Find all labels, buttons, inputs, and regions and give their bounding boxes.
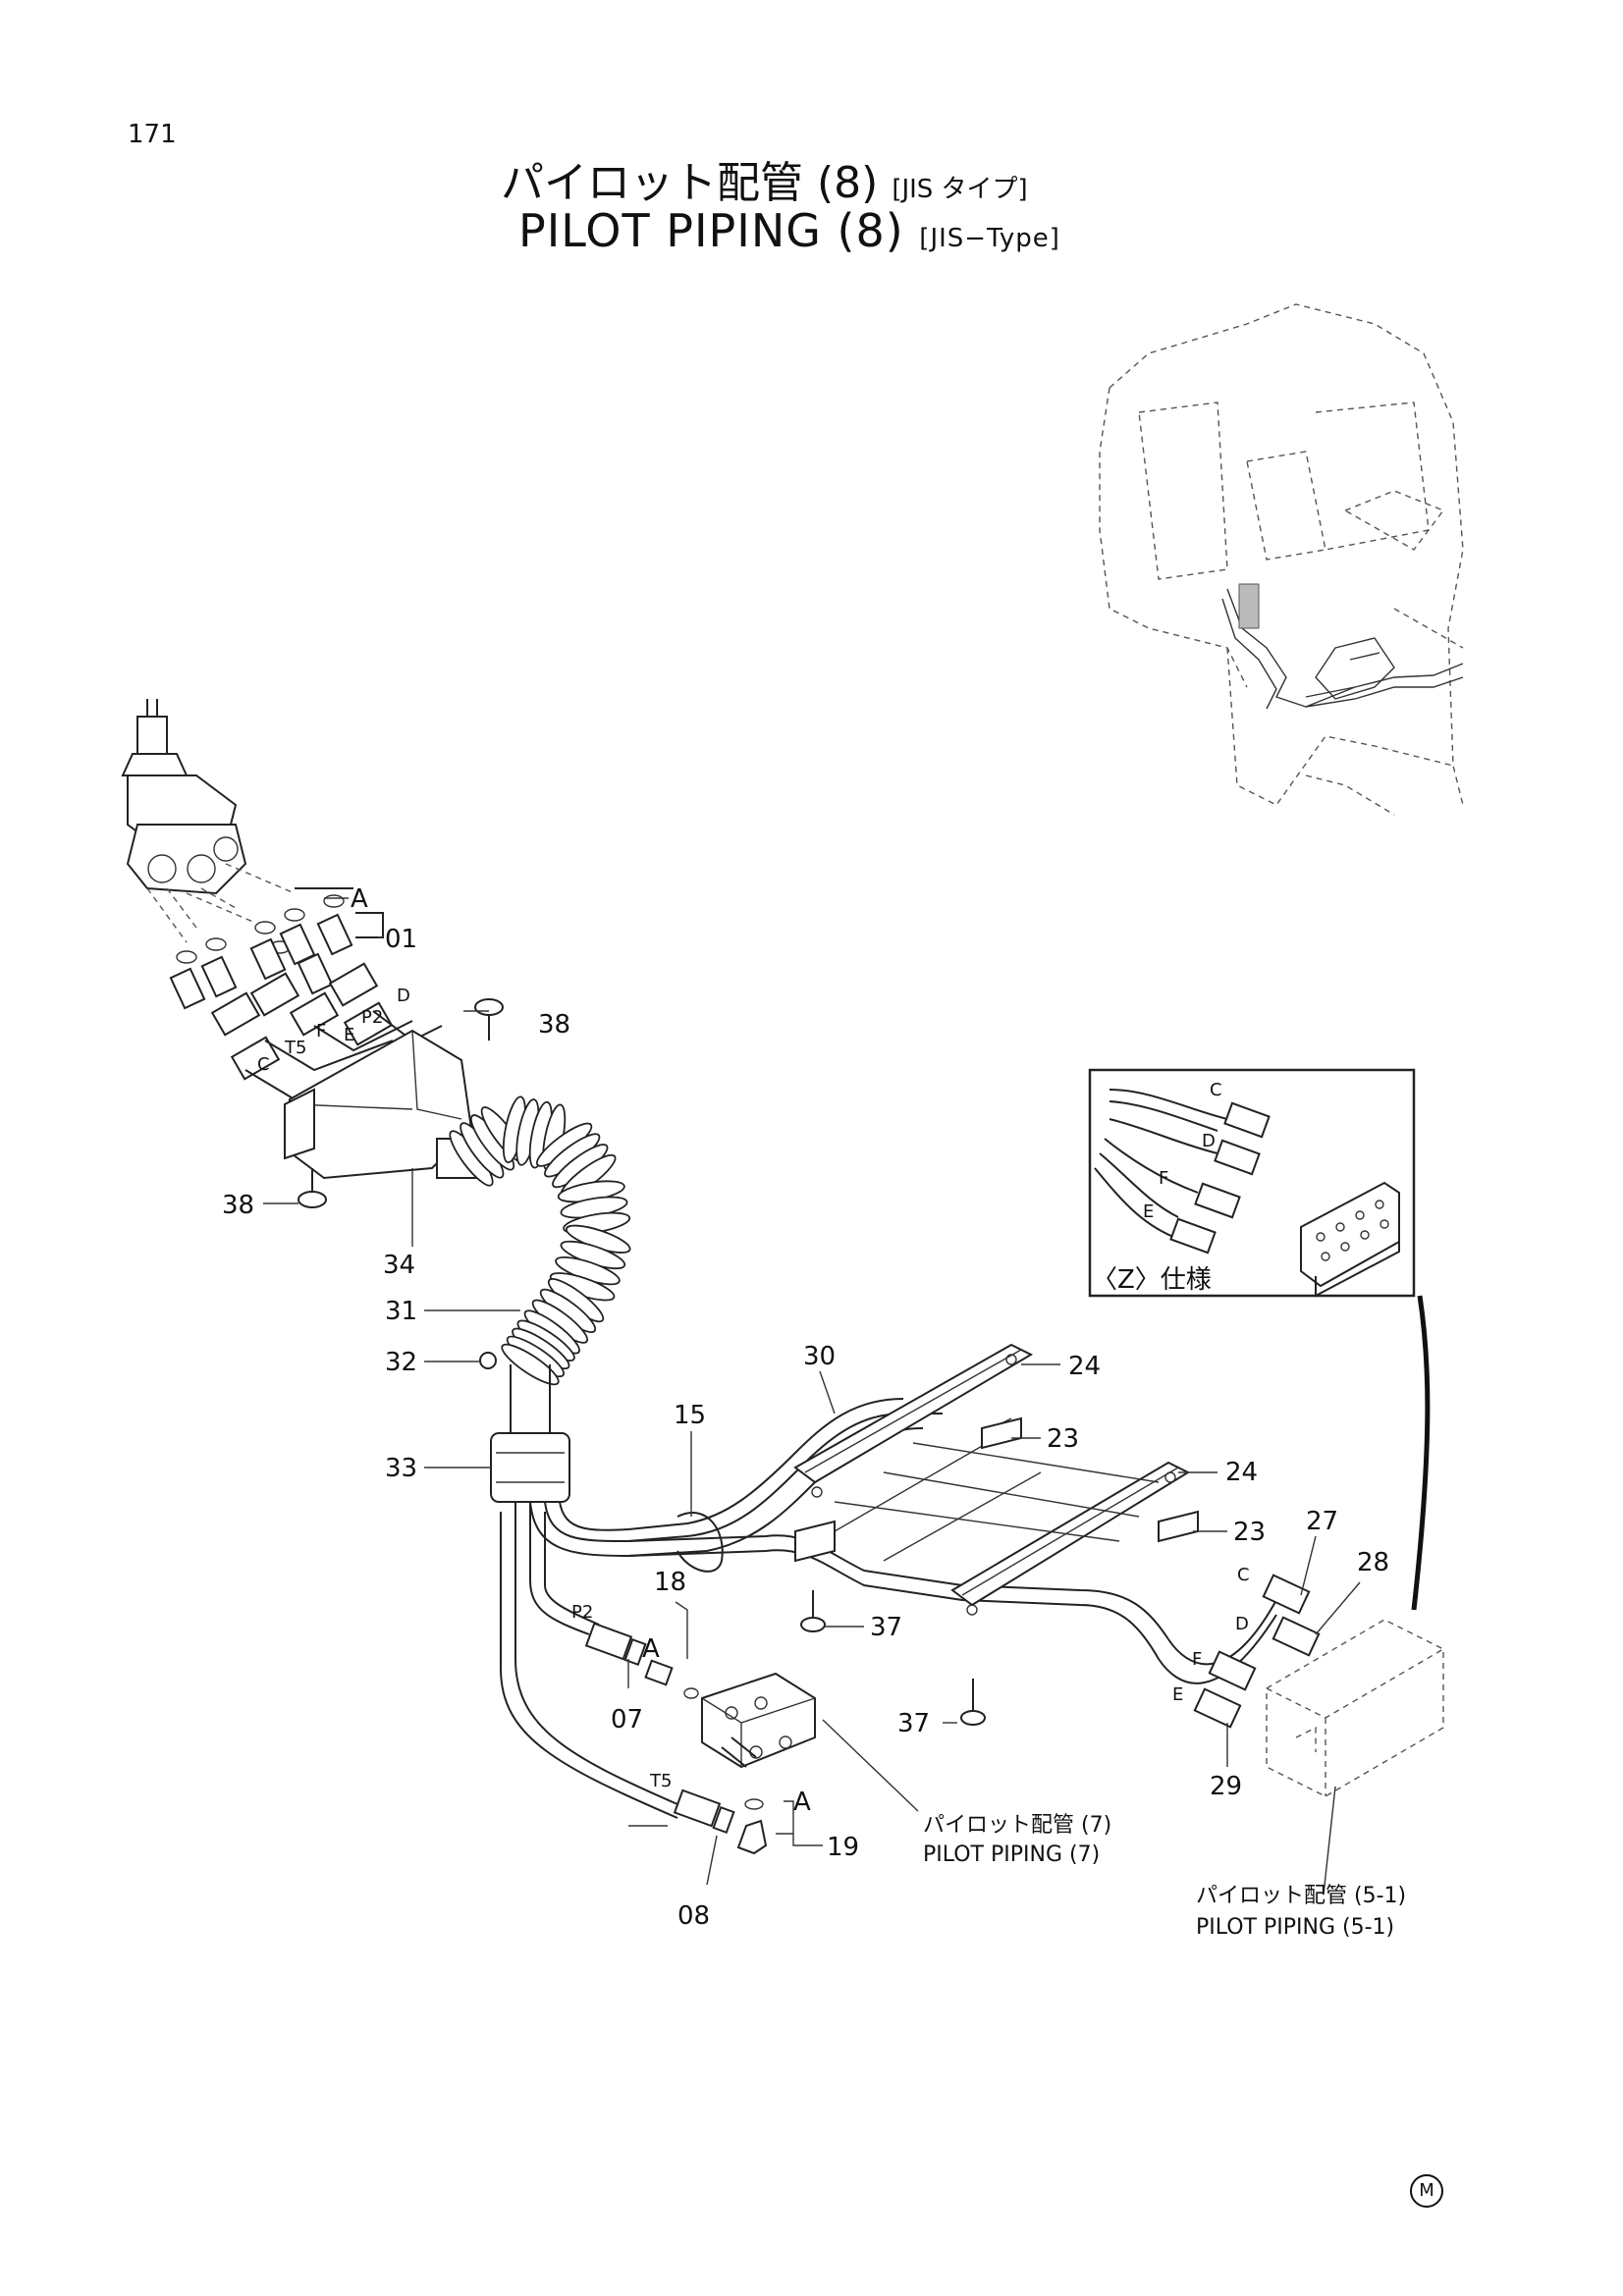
part-label-01: 01 (385, 925, 417, 954)
port-label-e2: E (1143, 1201, 1154, 1222)
part-label-19: 19 (827, 1833, 859, 1862)
adapter-18-19 (644, 1659, 768, 1855)
title-en-text: PILOT PIPING (8) (518, 204, 904, 257)
ref-piping-7-en: PILOT PIPING (7) (923, 1842, 1100, 1867)
port-label-c1: C (257, 1054, 270, 1075)
title-jp-text: パイロット配管 (8) (501, 158, 879, 208)
m-marker: M (1410, 2174, 1443, 2208)
port-label-p2b: P2 (571, 1602, 593, 1623)
port-label-f2: F (1159, 1168, 1168, 1189)
part-label-37-top: 37 (870, 1613, 902, 1642)
clamp-15 (676, 1512, 724, 1573)
port-label-c2: C (1210, 1080, 1222, 1100)
part-label-30: 30 (803, 1342, 836, 1371)
pipes-30 (529, 1398, 1277, 1684)
grommet-33 (490, 1364, 570, 1503)
inset-caption: 〈Z〉仕様 (1092, 1265, 1212, 1295)
part-label-24-top: 24 (1068, 1352, 1101, 1381)
port-label-t5a: T5 (284, 1038, 306, 1058)
cab-illustration (1099, 303, 1464, 816)
part-label-23-top: 23 (1047, 1424, 1079, 1454)
title-jp-suffix: [JIS タイプ] (892, 175, 1028, 204)
part-label-27: 27 (1306, 1507, 1338, 1536)
ref-piping-5-1-jp: パイロット配管 (5-1) (1196, 1884, 1406, 1908)
part-label-37-bottom: 37 (897, 1709, 930, 1738)
port-label-a3: A (793, 1788, 811, 1817)
clip-32 (479, 1352, 497, 1369)
port-label-a2: A (642, 1634, 660, 1664)
part-label-24-bottom: 24 (1225, 1458, 1258, 1487)
cover-box-34 (283, 1029, 477, 1180)
part-label-29: 29 (1210, 1772, 1242, 1801)
port-label-f3: F (1192, 1649, 1202, 1670)
inset-leader (1411, 1295, 1431, 1611)
title-en-suffix: [JIS−Type] (919, 224, 1060, 253)
port-label-d2: D (1202, 1131, 1216, 1151)
mounting-frame (793, 1343, 1199, 1616)
port-label-p2a: P2 (361, 1007, 383, 1028)
part-label-38-bottom: 38 (222, 1191, 254, 1220)
block-5-1 (1266, 1619, 1444, 1797)
port-label-a1: A (351, 884, 368, 914)
fittings-27-28-29 (1193, 1574, 1321, 1729)
valve-block-7 (701, 1672, 816, 1769)
part-label-31: 31 (385, 1297, 417, 1326)
corrugated-hose-31 (449, 1095, 631, 1386)
cross-references: パイロット配管 (7) PILOT PIPING (7) パイロット配管 (5-… (923, 1813, 1406, 1940)
part-label-18: 18 (654, 1568, 686, 1597)
ref-piping-5-1-en: PILOT PIPING (5-1) (1196, 1915, 1394, 1940)
port-label-e3: E (1172, 1684, 1183, 1705)
port-label-t5b: T5 (649, 1771, 672, 1791)
part-label-33: 33 (385, 1454, 417, 1483)
page-title-jp: パイロット配管 (8) [JIS タイプ] (501, 147, 1028, 210)
inset-z-spec (1088, 1068, 1416, 1298)
lines-p2-t5 (500, 1502, 678, 1819)
port-label-f1: F (316, 1021, 326, 1041)
page-title-en: PILOT PIPING (8) [JIS−Type] (518, 204, 1060, 257)
part-label-07: 07 (611, 1705, 643, 1735)
part-label-28: 28 (1357, 1548, 1389, 1577)
port-label-d1: D (397, 986, 410, 1006)
fittings-07-08 (584, 1622, 735, 1835)
part-label-15: 15 (674, 1401, 706, 1430)
port-label-e1: E (344, 1025, 354, 1045)
port-label-c3: C (1237, 1565, 1250, 1585)
hose-ring (501, 1343, 560, 1386)
bolts-37 (800, 1590, 986, 1726)
part-label-23-bottom: 23 (1233, 1518, 1266, 1547)
part-number-labels: 01 38 38 34 31 32 33 15 30 24 23 24 23 3… (222, 925, 1389, 1931)
part-label-38-top: 38 (538, 1010, 570, 1040)
pilot-valve (121, 699, 296, 943)
page-number: 171 (128, 120, 177, 149)
port-labels: A A A P2 P2 T5 T5 C C C D D D E E E F F … (257, 884, 1250, 1817)
port-label-d3: D (1235, 1614, 1249, 1634)
bolts-38 (298, 998, 504, 1208)
part-label-34: 34 (383, 1251, 415, 1280)
part-label-08: 08 (677, 1901, 710, 1931)
leader-lines (263, 897, 1361, 1896)
valve-fittings (169, 887, 394, 1081)
part-label-32: 32 (385, 1348, 417, 1377)
ref-piping-7-jp: パイロット配管 (7) (923, 1813, 1111, 1838)
